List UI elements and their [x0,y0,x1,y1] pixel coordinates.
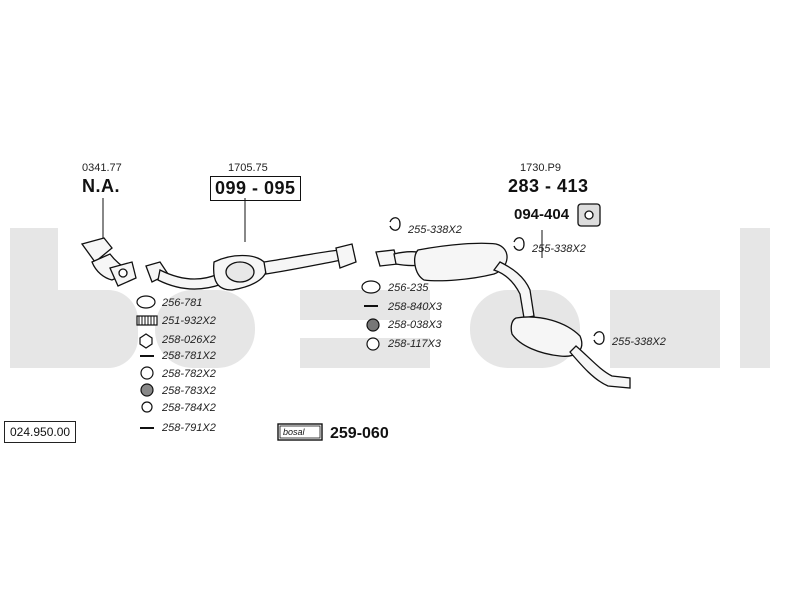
clamp-label: 255-338X2 [532,243,586,255]
washer-icon [140,383,154,397]
bosal-kit-brand: bosal [283,427,305,437]
gasket-ring-icon [136,295,156,309]
spring-icon [136,315,158,326]
section-subpart-2: 094-404 [514,206,570,223]
bosal-kit-icon [277,423,323,441]
part-code: 258-026X2 [162,334,216,346]
clamp-label: 255-338X2 [612,336,666,348]
clamp-icon [513,237,525,251]
bosal-kit-code: 259-060 [330,425,389,442]
part-code: 258-781X2 [162,350,216,362]
ring-icon [361,280,381,294]
part-code: 258-840X3 [388,301,442,313]
part-code: 258-783X2 [162,385,216,397]
catalytic-converter [145,243,357,291]
part-code: 258-117X3 [388,338,442,350]
catalog-number: 024.950.00 [4,421,77,443]
clamp-icon [389,217,401,231]
part-code: 258-784X2 [162,402,216,414]
hex-nut-icon [366,318,380,332]
hanger-icon [577,203,601,227]
section-part-0: N.A. [82,176,120,196]
section-ref-2: 1730.P9 [520,162,561,174]
section-ref-1: 1705.75 [228,162,268,174]
part-code: 256-781 [162,297,203,309]
rear-silencer-assembly [375,242,631,389]
washer-icon [140,366,154,380]
hex-nut-icon [139,333,153,349]
part-code: 258-782X2 [162,368,216,380]
clamp-label: 255-338X2 [408,224,462,236]
part-code: 251-932X2 [162,315,216,327]
part-code: 258-791X2 [162,422,216,434]
clamp-icon [593,331,605,345]
section-ref-0: 0341.77 [82,162,122,174]
part-code: 256-235 [388,282,429,294]
section-part-1: 099 - 095 [210,176,301,201]
part-code: 258-038X3 [388,319,442,331]
washer-icon [141,401,153,413]
washer-icon [366,337,380,351]
section-part-2: 283 - 413 [508,176,589,196]
front-pipe [80,237,137,287]
